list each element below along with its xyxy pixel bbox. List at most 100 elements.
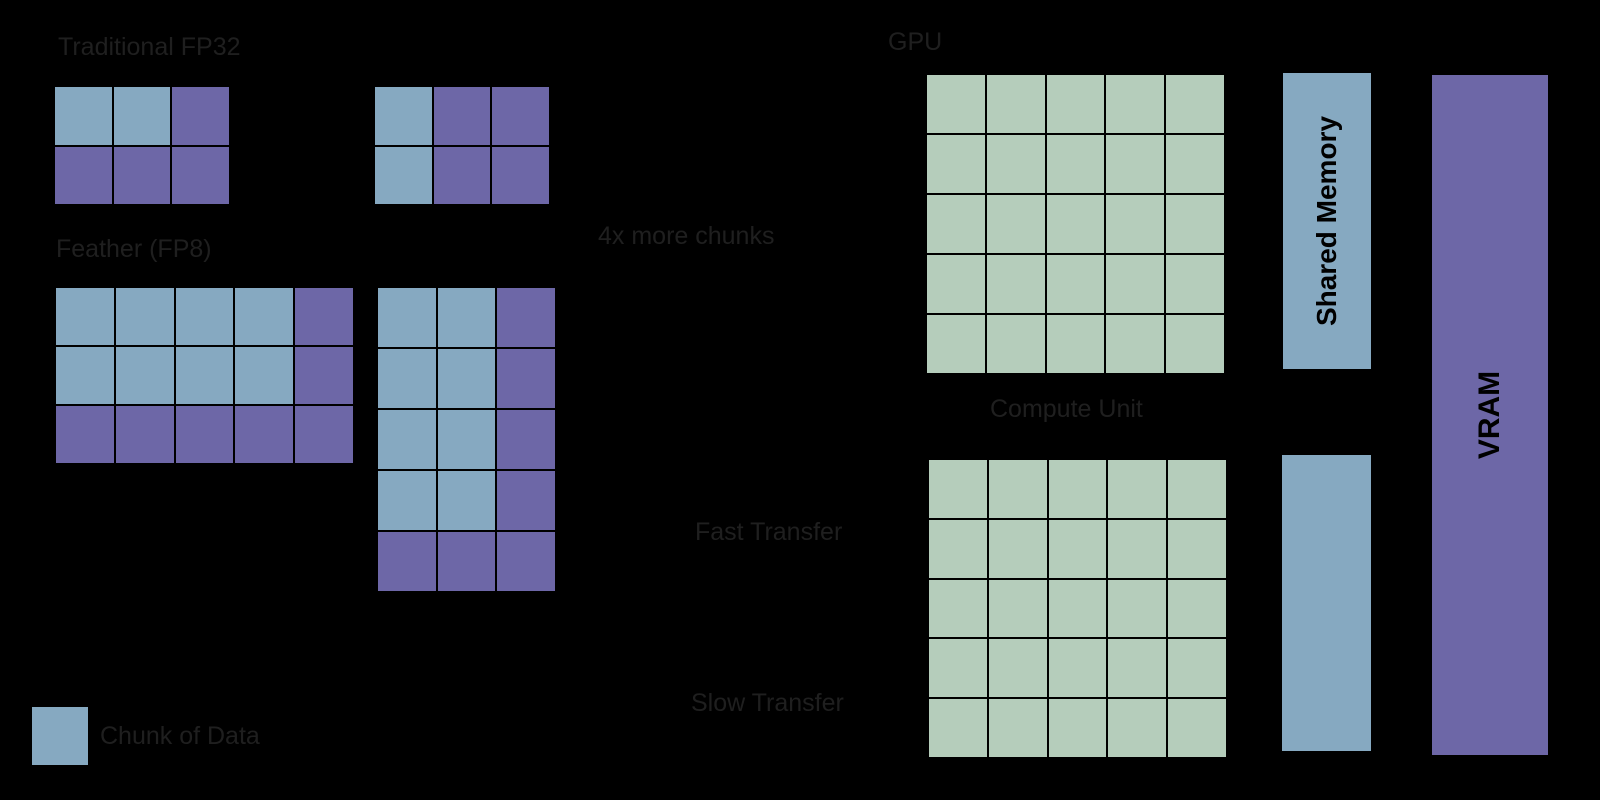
empty-chunk xyxy=(55,146,112,204)
compute-cell xyxy=(927,135,985,193)
compute-cell xyxy=(1108,519,1167,578)
compute-cell xyxy=(1048,639,1107,698)
empty-chunk xyxy=(433,146,491,204)
compute-cell xyxy=(1108,639,1167,698)
empty-chunk xyxy=(172,87,229,145)
compute-cell xyxy=(1108,699,1167,757)
empty-chunk xyxy=(497,288,555,347)
compute-cell xyxy=(988,460,1047,518)
compute-cell xyxy=(988,699,1047,757)
shared-memory-bar-bottom xyxy=(1282,455,1371,751)
data-chunk xyxy=(115,288,174,345)
compute-cell xyxy=(1046,255,1105,313)
slow-transfer-label: Slow Transfer xyxy=(691,689,844,717)
compute-cell xyxy=(986,255,1045,313)
empty-chunk xyxy=(497,471,555,530)
compute-cell xyxy=(988,519,1047,578)
compute-cell xyxy=(1168,460,1226,518)
legend-swatch xyxy=(32,707,88,765)
data-chunk xyxy=(375,87,432,145)
fp8-title: Feather (FP8) xyxy=(56,235,212,263)
compute-cell xyxy=(988,639,1047,698)
compute-cell xyxy=(1048,519,1107,578)
compute-cell xyxy=(1168,519,1226,578)
compute-cell xyxy=(1046,195,1105,253)
compute-cell xyxy=(1166,75,1224,133)
compute-cell xyxy=(929,519,987,578)
compute-cell xyxy=(1166,315,1224,373)
fp32-grid-a xyxy=(55,87,229,204)
compute-cell xyxy=(1108,579,1167,638)
compute-cell xyxy=(929,579,987,638)
compute-cell xyxy=(986,315,1045,373)
compute-cell xyxy=(1048,699,1107,757)
empty-chunk xyxy=(497,410,555,469)
compute-cell xyxy=(988,579,1047,638)
empty-chunk xyxy=(492,146,549,204)
compute-unit-top xyxy=(927,75,1224,373)
empty-chunk xyxy=(433,87,491,145)
compute-cell xyxy=(927,315,985,373)
data-chunk xyxy=(235,288,294,345)
shared-memory-bar-top: Shared Memory xyxy=(1283,73,1371,369)
empty-chunk xyxy=(378,532,436,591)
empty-chunk xyxy=(295,347,353,404)
compute-cell xyxy=(1166,255,1224,313)
data-chunk xyxy=(175,288,234,345)
data-chunk xyxy=(378,471,436,530)
compute-cell xyxy=(1106,255,1165,313)
data-chunk xyxy=(378,410,436,469)
data-chunk xyxy=(437,471,496,530)
empty-chunk xyxy=(175,406,234,463)
empty-chunk xyxy=(295,288,353,345)
fp32-title: Traditional FP32 xyxy=(58,33,241,61)
vram-bar: VRAM xyxy=(1432,75,1548,755)
compute-cell xyxy=(927,255,985,313)
compute-cell xyxy=(927,195,985,253)
compute-cell xyxy=(986,75,1045,133)
compute-unit-bottom xyxy=(929,460,1226,757)
empty-chunk xyxy=(113,146,171,204)
empty-chunk xyxy=(492,87,549,145)
data-chunk xyxy=(378,288,436,347)
compute-cell xyxy=(929,460,987,518)
compute-cell xyxy=(1046,315,1105,373)
empty-chunk xyxy=(295,406,353,463)
data-chunk xyxy=(378,349,436,408)
compute-cell xyxy=(1048,460,1107,518)
compute-cell xyxy=(1106,315,1165,373)
empty-chunk xyxy=(56,406,114,463)
compute-cell xyxy=(1106,195,1165,253)
data-chunk xyxy=(56,347,114,404)
data-chunk xyxy=(235,347,294,404)
data-chunk xyxy=(115,347,174,404)
data-chunk xyxy=(375,146,432,204)
legend-label: Chunk of Data xyxy=(100,722,260,750)
fast-transfer-label: Fast Transfer xyxy=(695,518,843,546)
compute-cell xyxy=(927,75,985,133)
data-chunk xyxy=(437,349,496,408)
empty-chunk xyxy=(437,532,496,591)
empty-chunk xyxy=(115,406,174,463)
more-chunks-label: 4x more chunks xyxy=(598,222,775,250)
fp8-grid-a xyxy=(56,288,353,463)
empty-chunk xyxy=(235,406,294,463)
empty-chunk xyxy=(172,146,229,204)
compute-unit-label: Compute Unit xyxy=(990,395,1143,423)
fp8-grid-b xyxy=(378,288,555,591)
data-chunk xyxy=(113,87,171,145)
gpu-title: GPU xyxy=(888,28,943,56)
compute-cell xyxy=(1166,135,1224,193)
compute-cell xyxy=(1048,579,1107,638)
compute-cell xyxy=(1106,75,1165,133)
compute-cell xyxy=(1106,135,1165,193)
compute-cell xyxy=(1168,699,1226,757)
vram-label: VRAM xyxy=(1473,370,1506,460)
compute-cell xyxy=(1108,460,1167,518)
empty-chunk xyxy=(497,532,555,591)
data-chunk xyxy=(175,347,234,404)
data-chunk xyxy=(56,288,114,345)
compute-cell xyxy=(1046,75,1105,133)
compute-cell xyxy=(1168,579,1226,638)
compute-cell xyxy=(929,639,987,698)
